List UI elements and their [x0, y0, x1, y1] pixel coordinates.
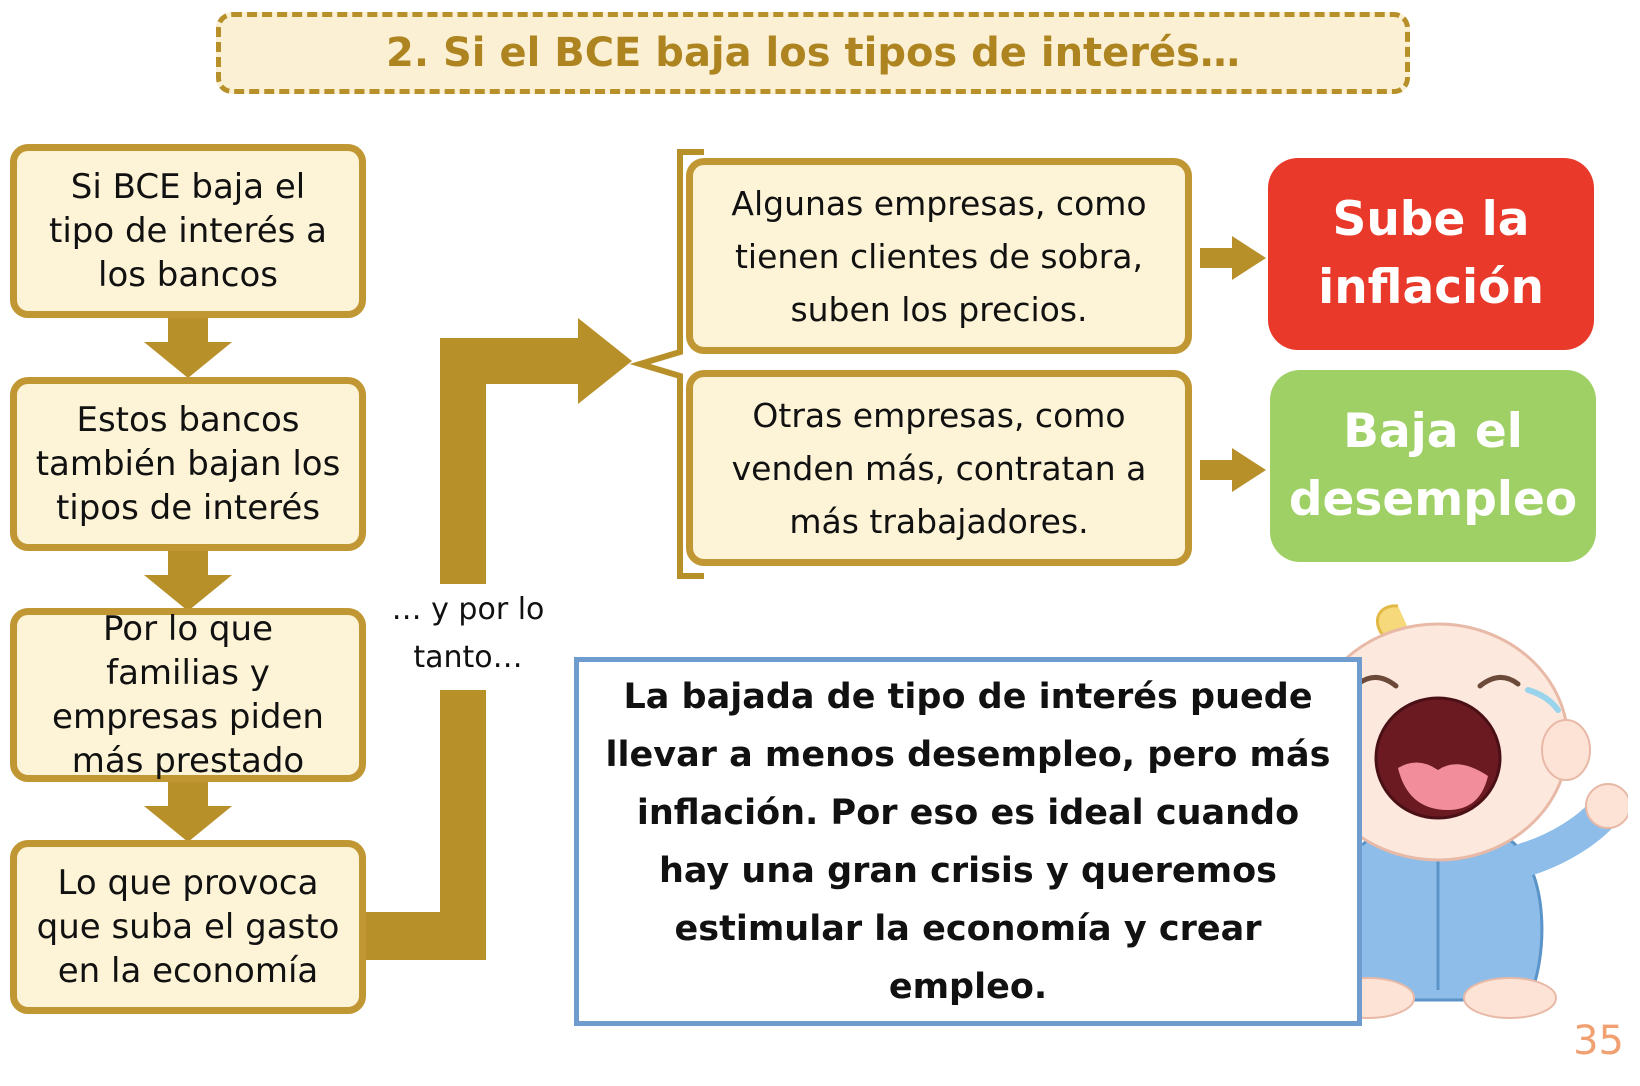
effect-prices: Algunas empresas, como tienen clientes d… — [686, 158, 1192, 354]
page-title: 2. Si el BCE baja los tipos de interés… — [216, 12, 1410, 94]
curly-bracket — [629, 149, 704, 579]
flow-step-4: Lo que provoca que suba el gasto en la e… — [10, 840, 366, 1014]
effect-employment: Otras empresas, como venden más, contrat… — [686, 370, 1192, 566]
down-arrow-1 — [144, 318, 232, 378]
elbow-arrow — [362, 318, 632, 960]
connector-text: … y por lo tanto… — [391, 592, 545, 675]
flow-step-2: Estos bancos también bajan los tipos de … — [10, 377, 366, 551]
right-arrow-2 — [1200, 448, 1266, 492]
right-arrow-1 — [1200, 236, 1266, 280]
down-arrow-2 — [144, 551, 232, 611]
flow-step-1: Si BCE baja el tipo de interés a los ban… — [10, 144, 366, 318]
flow-step-3: Por lo que familias y empresas piden más… — [10, 608, 366, 782]
result-unemployment: Baja el desempleo — [1270, 370, 1596, 562]
page-number: 35 — [1573, 1018, 1624, 1064]
down-arrow-3 — [144, 782, 232, 842]
result-inflation: Sube la inflación — [1268, 158, 1594, 350]
conclusion-note: La bajada de tipo de interés puede lleva… — [574, 657, 1362, 1026]
